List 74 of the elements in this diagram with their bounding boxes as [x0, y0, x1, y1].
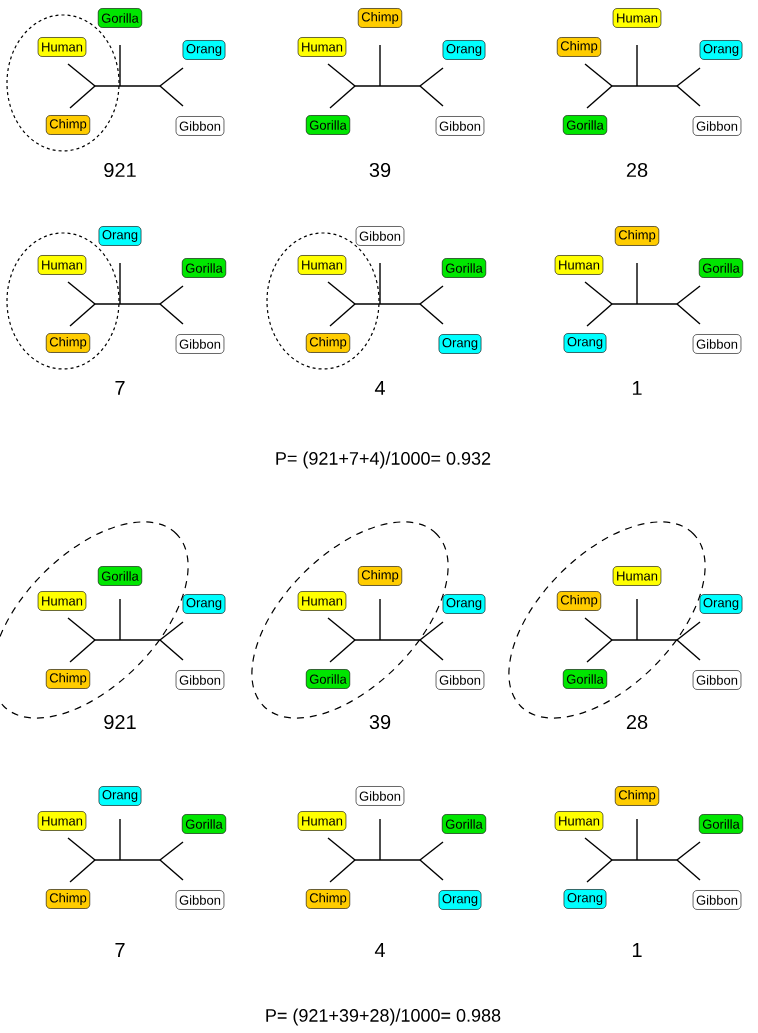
taxon-box: Gibbon: [692, 670, 742, 690]
taxon-box: Chimp: [45, 889, 91, 909]
taxon-box: Gorilla: [181, 814, 227, 834]
count-label: 7: [115, 381, 125, 395]
taxon-box: Gibbon: [355, 786, 405, 806]
taxon-box: Chimp: [614, 786, 660, 806]
taxon-box: Orang: [442, 40, 486, 60]
count-label: 39: [369, 714, 391, 730]
taxon-box: Chimp: [614, 226, 660, 246]
taxon-box: Orang: [438, 334, 482, 354]
taxon-box: Orang: [182, 40, 226, 60]
taxon-box: Orang: [563, 333, 607, 353]
taxon-box: Gibbon: [435, 116, 485, 136]
taxon-box: Gibbon: [175, 116, 225, 136]
taxon-box: Human: [554, 811, 604, 831]
taxon-box: Gorilla: [305, 669, 351, 689]
taxon-box: Human: [37, 37, 87, 57]
taxon-box: Orang: [438, 890, 482, 910]
count-label: 1: [632, 381, 642, 395]
taxon-box: Human: [297, 37, 347, 57]
taxon-box: Chimp: [556, 591, 602, 611]
count-label: 4: [374, 381, 385, 395]
taxon-box: Human: [612, 8, 662, 28]
probability-formula: P= (921+39+28)/1000= 0.988: [266, 1008, 501, 1026]
taxon-box: Chimp: [45, 333, 91, 353]
taxon-box: Human: [554, 255, 604, 275]
taxon-box: Chimp: [305, 889, 351, 909]
taxon-box: Chimp: [45, 669, 91, 689]
taxon-box: Gorilla: [97, 8, 143, 28]
taxon-box: Orang: [442, 594, 486, 614]
taxon-box: Gorilla: [305, 115, 351, 135]
taxon-box: Human: [297, 591, 347, 611]
taxon-box: Chimp: [357, 566, 403, 586]
taxon-box: Gibbon: [355, 226, 405, 246]
taxon-box: Gibbon: [175, 890, 225, 910]
taxon-box: Human: [297, 811, 347, 831]
taxon-box: Chimp: [45, 115, 91, 135]
taxon-box: Gorilla: [698, 814, 744, 834]
count-label: 28: [626, 162, 648, 178]
count-label: 921: [104, 714, 136, 730]
taxon-box: Gibbon: [692, 890, 742, 910]
taxon-box: Orang: [563, 889, 607, 909]
taxon-box: Chimp: [305, 333, 351, 353]
taxon-box: Orang: [98, 226, 142, 246]
count-label: 1: [632, 943, 642, 957]
taxon-box: Gorilla: [441, 814, 487, 834]
probability-formula: P= (921+7+4)/1000= 0.932: [276, 451, 491, 469]
count-label: 28: [626, 714, 648, 730]
taxon-box: Gibbon: [175, 670, 225, 690]
taxon-box: Gibbon: [692, 116, 742, 136]
taxon-box: Chimp: [556, 37, 602, 57]
taxon-box: Human: [37, 255, 87, 275]
taxon-box: Gibbon: [175, 334, 225, 354]
count-label: 7: [115, 943, 125, 957]
taxon-box: Gorilla: [441, 258, 487, 278]
taxon-box: Human: [37, 591, 87, 611]
taxon-box: Gorilla: [97, 566, 143, 586]
taxon-box: Gibbon: [435, 670, 485, 690]
count-label: 4: [374, 943, 385, 957]
taxon-box: Gibbon: [692, 334, 742, 354]
taxon-box: Human: [612, 566, 662, 586]
taxon-box: Orang: [699, 594, 743, 614]
count-label: 921: [104, 162, 136, 178]
taxon-box: Human: [37, 811, 87, 831]
taxon-box: Chimp: [357, 8, 403, 28]
taxon-box: Orang: [98, 786, 142, 806]
taxon-box: Gorilla: [698, 258, 744, 278]
taxon-box: Gorilla: [562, 115, 608, 135]
taxon-box: Orang: [699, 40, 743, 60]
count-label: 39: [369, 162, 391, 178]
taxon-box: Gorilla: [562, 669, 608, 689]
taxon-box: Human: [297, 255, 347, 275]
taxon-box: Orang: [182, 594, 226, 614]
taxon-box: Gorilla: [181, 258, 227, 278]
